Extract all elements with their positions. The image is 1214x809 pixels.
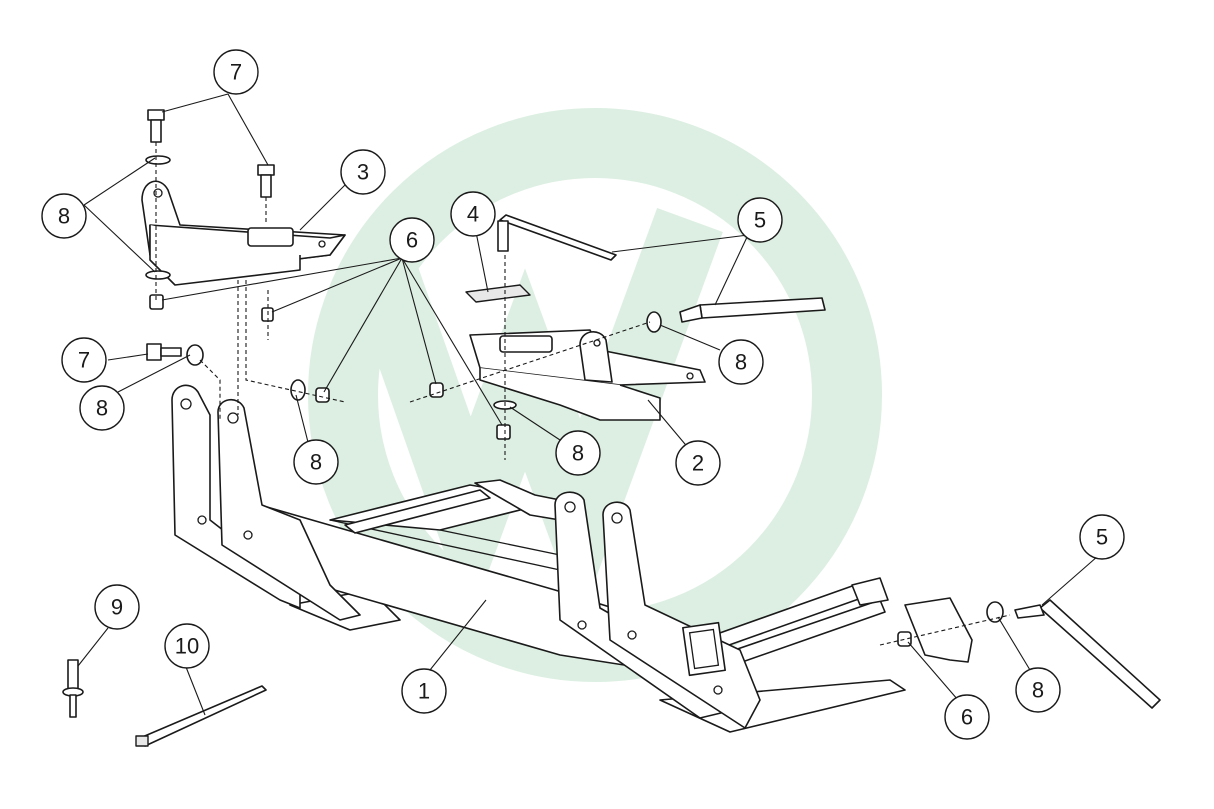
- callout-8-center: 8: [293, 439, 339, 485]
- assembly-lines: [155, 142, 1011, 646]
- callout-label: 6: [961, 705, 973, 730]
- callout-7-top: 7: [213, 49, 259, 95]
- callout-label: 8: [58, 204, 70, 229]
- callout-3: 3: [340, 149, 386, 195]
- right-bracket: [469, 329, 706, 421]
- spacer-plate: [465, 284, 531, 303]
- bolt-side: [146, 343, 182, 361]
- rivet: [62, 659, 84, 718]
- callout-label: 1: [418, 679, 430, 704]
- bolt-top-2: [257, 164, 275, 198]
- callout-label: 7: [230, 60, 242, 85]
- callout-label: 4: [467, 202, 479, 227]
- callout-5-bottom: 5: [1079, 514, 1125, 560]
- callout-5-top: 5: [737, 197, 783, 243]
- callout-9: 9: [94, 584, 140, 630]
- callout-label: 8: [1032, 678, 1044, 703]
- callout-label: 2: [692, 451, 704, 476]
- callout-1: 1: [401, 668, 447, 714]
- callout-label: 5: [1096, 525, 1108, 550]
- callout-2: 2: [675, 440, 721, 486]
- callout-label: 5: [754, 208, 766, 233]
- callout-8-bottom: 8: [1015, 667, 1061, 713]
- callout-label: 8: [572, 441, 584, 466]
- callout-6-center: 6: [389, 217, 435, 263]
- callout-8-lower: 8: [555, 430, 601, 476]
- callout-label: 10: [175, 634, 199, 659]
- callout-label: 3: [357, 160, 369, 185]
- leader-lines: [77, 93, 1099, 716]
- callout-label: 8: [96, 396, 108, 421]
- main-frame: [171, 384, 973, 733]
- callout-8-top-left: 8: [41, 193, 87, 239]
- callout-label: 8: [310, 450, 322, 475]
- rod-bottom-right: [1014, 599, 1161, 709]
- rod-right-top: [679, 297, 826, 323]
- callout-label: 8: [735, 350, 747, 375]
- rod-top: [497, 214, 617, 261]
- callout-7-side: 7: [61, 337, 107, 383]
- callout-8-side: 8: [79, 385, 125, 431]
- callout-8-right: 8: [718, 339, 764, 385]
- callout-10: 10: [164, 623, 210, 669]
- callout-label: 7: [78, 348, 90, 373]
- top-left-bracket: [141, 180, 346, 286]
- bolt-top-1: [147, 109, 165, 143]
- callout-6-bottom: 6: [944, 694, 990, 740]
- callout-label: 9: [111, 595, 123, 620]
- callout-label: 6: [406, 228, 418, 253]
- cable-tie: [135, 685, 267, 747]
- callout-4: 4: [450, 191, 496, 237]
